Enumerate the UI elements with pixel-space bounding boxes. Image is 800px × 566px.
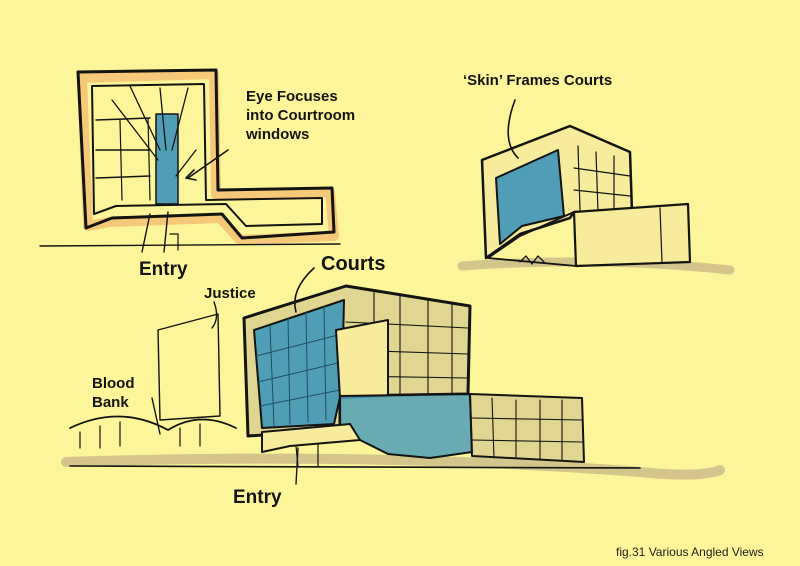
eye-focus-label-line-3: windows [246,125,310,143]
eye-focus-label: Eye Focuses into Courtroom windows [246,88,355,144]
entry-label-bottom: Entry [233,487,282,508]
figure-caption: fig.31 Various Angled Views [616,545,764,559]
justice-label: Justice [204,285,256,302]
skin-frames-sketch [457,99,735,275]
courts-label: Courts [321,253,386,275]
blood-bank-label-line-2: Bank [92,393,129,411]
plan-sketch [39,68,341,253]
skin-frames-label: ‘Skin’ Frames Courts [463,72,613,89]
eye-focus-label-line-2: into Courtroom [246,106,356,124]
entry-label-top: Entry [139,259,188,280]
blood-bank-label: Blood Bank [92,375,135,413]
eye-focus-label-line-1: Eye Focuses [246,88,338,105]
blood-bank-label-line-1: Blood [92,375,135,392]
perspective-sketch [61,267,725,485]
